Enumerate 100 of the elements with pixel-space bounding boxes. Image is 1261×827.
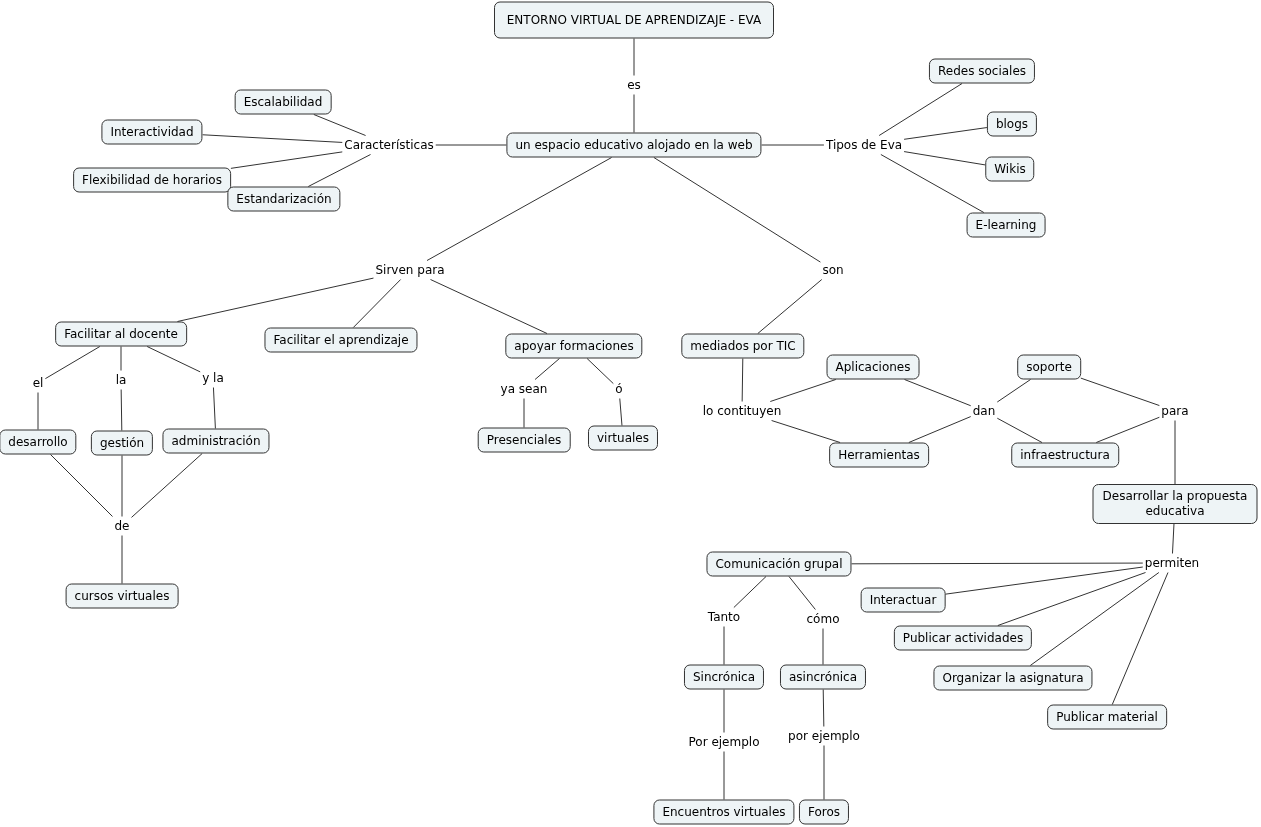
connector-line: [822, 628, 824, 665]
linking-phrase: es: [627, 77, 641, 93]
linking-phrase: ó: [615, 381, 623, 397]
connector-line: [851, 562, 1144, 565]
connector-line: [944, 566, 1144, 595]
concept-box: cursos virtuales: [65, 583, 179, 609]
connector-line: [996, 379, 1032, 403]
connector-line: [997, 572, 1147, 626]
connector-line: [523, 398, 525, 428]
connector-line: [212, 387, 216, 429]
connector-line: [903, 151, 986, 166]
concept-box: Comunicación grupal: [706, 551, 852, 577]
linking-phrase: y la: [202, 370, 224, 386]
concept-box: Aplicaciones: [826, 354, 920, 380]
linking-phrase: Por ejemplo: [688, 734, 760, 750]
concept-box: administración: [162, 428, 270, 454]
concept-box: Publicar material: [1047, 704, 1167, 730]
connector-line: [1095, 416, 1160, 443]
connector-line: [788, 576, 816, 610]
connector-line: [50, 454, 113, 517]
connector-line: [176, 277, 374, 322]
concept-box: Foros: [798, 799, 850, 825]
connector-line: [761, 144, 825, 146]
connector-line: [435, 144, 507, 146]
connector-line: [633, 94, 635, 133]
concept-box: Interactuar: [860, 587, 946, 613]
connector-line: [769, 379, 837, 402]
connector-line: [534, 358, 560, 380]
concept-box: blogs: [986, 111, 1038, 137]
concept-box: Desarrollar la propuesta educativa: [1092, 484, 1258, 524]
connector-line: [757, 279, 823, 334]
connector-line: [586, 358, 614, 385]
connector-line: [723, 626, 725, 665]
connector-line: [908, 416, 972, 443]
connector-line: [121, 455, 123, 517]
concept-box: Sincrónica: [683, 664, 765, 690]
connector-line: [430, 279, 548, 334]
concept-box: mediados por TIC: [681, 333, 805, 359]
connector-line: [1172, 523, 1175, 554]
connector-line: [426, 157, 613, 261]
connector-line: [202, 134, 343, 143]
connector-line: [313, 114, 367, 136]
connector-line: [633, 38, 635, 76]
connector-line: [230, 151, 343, 169]
concept-box: Presenciales: [477, 427, 571, 453]
linking-phrase: la: [115, 372, 127, 388]
connector-line: [131, 453, 203, 518]
linking-phrase: Sirven para: [375, 262, 445, 278]
connector-line: [653, 157, 821, 263]
connector-line: [120, 346, 122, 371]
connector-line: [1080, 377, 1160, 407]
linking-phrase: ya sean: [500, 381, 548, 397]
connector-line: [723, 751, 725, 800]
concept-box: un espacio educativo alojado en la web: [506, 132, 762, 158]
concept-box: Escalabilidad: [234, 89, 332, 115]
linking-phrase: el: [32, 375, 44, 391]
linking-phrase: de: [114, 518, 130, 534]
connector-line: [771, 420, 841, 443]
concept-box: Flexibilidad de horarios: [73, 167, 231, 193]
connector-line: [733, 576, 767, 608]
concept-box: Facilitar el aprendizaje: [264, 327, 418, 353]
connector-line: [880, 154, 985, 213]
concept-box: gestión: [90, 430, 154, 456]
connector-line: [996, 417, 1043, 443]
concept-box: Encuentros virtuales: [653, 799, 795, 825]
concept-box: apoyar formaciones: [505, 333, 643, 359]
connector-line: [120, 389, 123, 431]
concept-box: Herramientas: [829, 442, 929, 468]
connector-line: [307, 154, 372, 187]
concept-box: Publicar actividades: [893, 625, 1033, 651]
connector-line: [37, 392, 39, 430]
concept-box: Organizar la asignatura: [933, 665, 1093, 691]
concept-box: E-learning: [966, 212, 1046, 238]
connector-line: [723, 689, 725, 733]
connector-line: [1111, 572, 1169, 705]
linking-phrase: Tanto: [707, 609, 741, 625]
concept-box: asincrónica: [780, 664, 866, 690]
linking-phrase: para: [1161, 403, 1189, 419]
connector-line: [904, 379, 972, 407]
connector-line: [352, 279, 402, 328]
connector-line: [44, 346, 101, 380]
concept-box: ENTORNO VIRTUAL DE APRENDIZAJE - EVA: [494, 1, 774, 39]
linking-phrase: dan: [972, 403, 996, 419]
connector-line: [903, 127, 988, 140]
concept-box: Estandarización: [227, 186, 341, 212]
linking-phrase: Tipos de Eva: [825, 137, 903, 153]
connector-line: [822, 689, 825, 727]
concept-box: desarrollo: [0, 429, 77, 455]
linking-phrase: por ejemplo: [788, 728, 860, 744]
concept-box: infraestructura: [1011, 442, 1119, 468]
concept-box: Interactividad: [101, 119, 203, 145]
linking-phrase: son: [822, 262, 844, 278]
concept-box: virtuales: [588, 425, 658, 451]
concept-box: Facilitar al docente: [55, 321, 187, 347]
connector-line: [741, 358, 744, 402]
linking-phrase: Características: [344, 137, 434, 153]
connector-line: [619, 398, 623, 426]
connector-line: [146, 346, 201, 373]
connector-line: [1174, 420, 1176, 485]
concept-box: Redes sociales: [928, 58, 1036, 84]
